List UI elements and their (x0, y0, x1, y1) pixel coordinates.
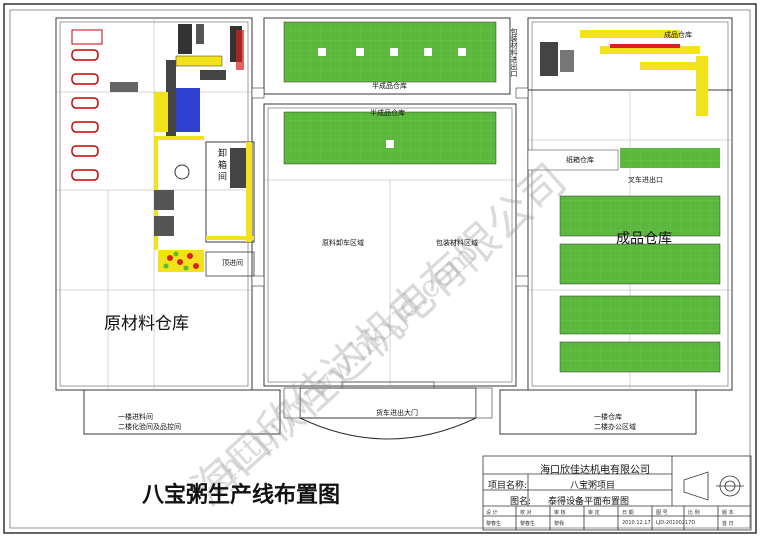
tanks (71, 49, 138, 181)
tb-header-cell: 图 号 (656, 510, 668, 516)
storage-blocks (283, 21, 721, 373)
tb-drawing-label: 图名: (510, 497, 532, 507)
label-raw-unload-zone: 原料卸车区域 (322, 239, 364, 247)
title-block (482, 455, 752, 531)
label-vertical-conveyor: 包装材料进出口 (510, 28, 518, 77)
column-gridlines (56, 18, 732, 390)
label-left-note-2: 二楼化验间及品控间 (118, 423, 181, 431)
tb-project-label: 项目名称: (488, 481, 528, 491)
semi-finished-rack-mid (283, 111, 497, 165)
drawing-title: 八宝粥生产线布置图 (142, 482, 341, 508)
gate-arc (299, 417, 477, 440)
label-raw-warehouse: 原材料仓库 (104, 314, 189, 334)
finished-rack-1 (559, 195, 721, 237)
production-line (71, 24, 254, 272)
tb-header-cell: 审 核 (554, 510, 566, 516)
label-finished-warehouse: 成品仓库 (616, 231, 672, 247)
tb-header-cell: 日 期 (622, 510, 634, 516)
tb-value-cell: 黎春生 (486, 521, 502, 527)
label-right-note-2: 二楼办公区域 (594, 423, 636, 431)
tb-value-cell: 2010.12.17 (622, 520, 651, 526)
finished-rack-2 (559, 243, 721, 285)
tb-header-cell: 设 计 (486, 510, 498, 516)
label-semi-finished-mid: 半成品仓库 (370, 109, 405, 117)
tb-value-cell: 首 日 (722, 521, 734, 527)
label-unload-room: 卸 箱 间 (216, 148, 226, 181)
label-left-note-1: 一楼进料间 (118, 413, 153, 421)
label-truck-gate: 货车进出大门 (376, 409, 418, 417)
finished-rack-3 (559, 295, 721, 335)
tb-header-cell: 版 本 (722, 510, 734, 516)
tb-value-cell: LJD-20100217D (656, 520, 696, 526)
label-carton-warehouse: 纸箱仓库 (566, 156, 594, 164)
columns (251, 87, 529, 419)
label-right-note-1: 一楼仓库 (594, 413, 622, 421)
tb-company: 海口欣佳达机电有限公司 (540, 465, 650, 476)
tb-header-cell: 比 例 (688, 510, 700, 516)
label-forklift-exit: 叉车进出口 (628, 176, 663, 184)
tb-header-cell: 审 定 (588, 510, 600, 516)
label-finished-top: 成品仓库 (664, 31, 692, 39)
tb-value-cell: 黎春生 (520, 521, 536, 527)
drawing-border (3, 3, 757, 534)
tb-header-cell: 校 对 (520, 510, 532, 516)
entry-room (205, 251, 255, 277)
finished-line-equipment (540, 30, 720, 168)
finished-rack-4 (559, 341, 721, 373)
tb-value-cell: 黎我 (554, 521, 565, 527)
label-semi-finished-top: 半成品仓库 (372, 82, 407, 90)
unload-room (205, 141, 255, 243)
label-packaging-zone: 包装材料区域 (436, 239, 478, 247)
tb-project: 八宝粥项目 (570, 481, 616, 491)
tb-drawing: 泰得设备平面布置图 (548, 497, 630, 507)
label-entry-room: 顶进间 (222, 259, 243, 267)
